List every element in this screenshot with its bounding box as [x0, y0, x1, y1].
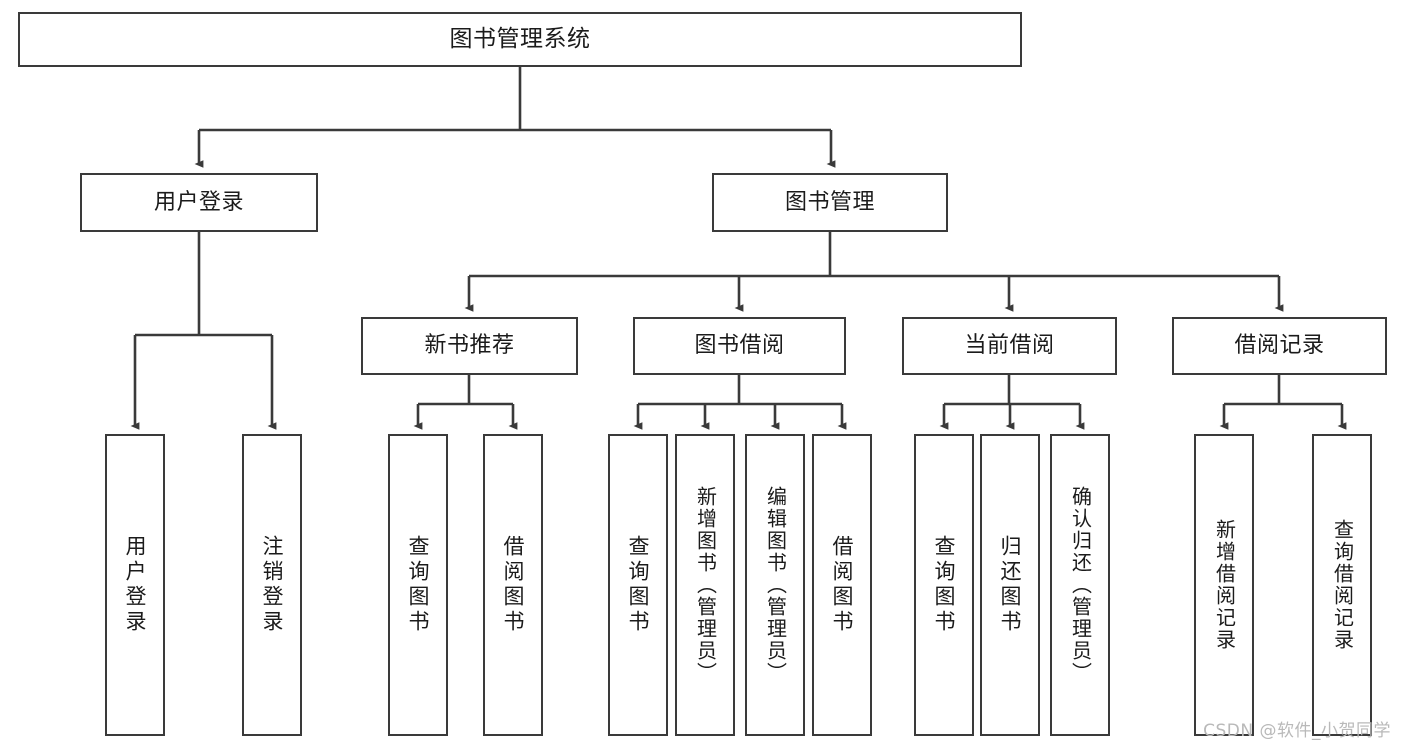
- node-book-management-label: 图书管理: [784, 189, 875, 215]
- node-leaf-record-add-record-label: 新增借阅记录: [1212, 519, 1237, 651]
- node-leaf-recommend-borrow-book-label: 借阅图书: [501, 535, 526, 635]
- node-book-borrow[interactable]: 图书借阅: [633, 317, 846, 375]
- node-leaf-user-login-logout[interactable]: 注销登录: [242, 434, 302, 736]
- node-leaf-recommend-query-book-label: 查询图书: [406, 535, 431, 635]
- node-leaf-current-return-book[interactable]: 归还图书: [980, 434, 1040, 736]
- node-leaf-borrow-edit-book-label: 编辑图书（管理员）: [763, 486, 788, 684]
- node-leaf-record-query-record-label: 查询借阅记录: [1330, 519, 1355, 651]
- node-leaf-current-confirm-return[interactable]: 确认归还（管理员）: [1050, 434, 1110, 736]
- node-user-login[interactable]: 用户登录: [80, 173, 318, 232]
- node-new-book-recommend-label: 新书推荐: [424, 333, 515, 359]
- node-leaf-borrow-query-book[interactable]: 查询图书: [608, 434, 668, 736]
- node-leaf-recommend-query-book[interactable]: 查询图书: [388, 434, 448, 736]
- node-borrow-record[interactable]: 借阅记录: [1172, 317, 1387, 375]
- node-leaf-user-login-logout-label: 注销登录: [260, 535, 285, 635]
- node-leaf-record-query-record[interactable]: 查询借阅记录: [1312, 434, 1372, 736]
- node-leaf-borrow-add-book[interactable]: 新增图书（管理员）: [675, 434, 735, 736]
- node-root-system-label: 图书管理系统: [449, 26, 591, 53]
- node-leaf-record-add-record[interactable]: 新增借阅记录: [1194, 434, 1254, 736]
- node-leaf-borrow-borrow-book-label: 借阅图书: [830, 535, 855, 635]
- node-new-book-recommend[interactable]: 新书推荐: [361, 317, 578, 375]
- node-leaf-borrow-edit-book[interactable]: 编辑图书（管理员）: [745, 434, 805, 736]
- node-root-system[interactable]: 图书管理系统: [18, 12, 1022, 67]
- node-leaf-current-confirm-return-label: 确认归还（管理员）: [1068, 486, 1093, 684]
- node-leaf-recommend-borrow-book[interactable]: 借阅图书: [483, 434, 543, 736]
- node-user-login-label: 用户登录: [153, 189, 244, 215]
- node-book-management[interactable]: 图书管理: [712, 173, 948, 232]
- node-leaf-borrow-query-book-label: 查询图书: [626, 535, 651, 635]
- node-leaf-current-query-book[interactable]: 查询图书: [914, 434, 974, 736]
- node-leaf-user-login-login[interactable]: 用户登录: [105, 434, 165, 736]
- node-leaf-borrow-add-book-label: 新增图书（管理员）: [693, 486, 718, 684]
- node-leaf-user-login-login-label: 用户登录: [123, 535, 148, 635]
- node-leaf-current-return-book-label: 归还图书: [998, 535, 1023, 635]
- node-current-borrow-label: 当前借阅: [964, 333, 1055, 359]
- csdn-watermark: CSDN @软件_小贺同学: [1203, 721, 1391, 741]
- node-borrow-record-label: 借阅记录: [1234, 333, 1325, 359]
- node-book-borrow-label: 图书借阅: [694, 333, 785, 359]
- node-leaf-borrow-borrow-book[interactable]: 借阅图书: [812, 434, 872, 736]
- node-leaf-current-query-book-label: 查询图书: [932, 535, 957, 635]
- node-current-borrow[interactable]: 当前借阅: [902, 317, 1117, 375]
